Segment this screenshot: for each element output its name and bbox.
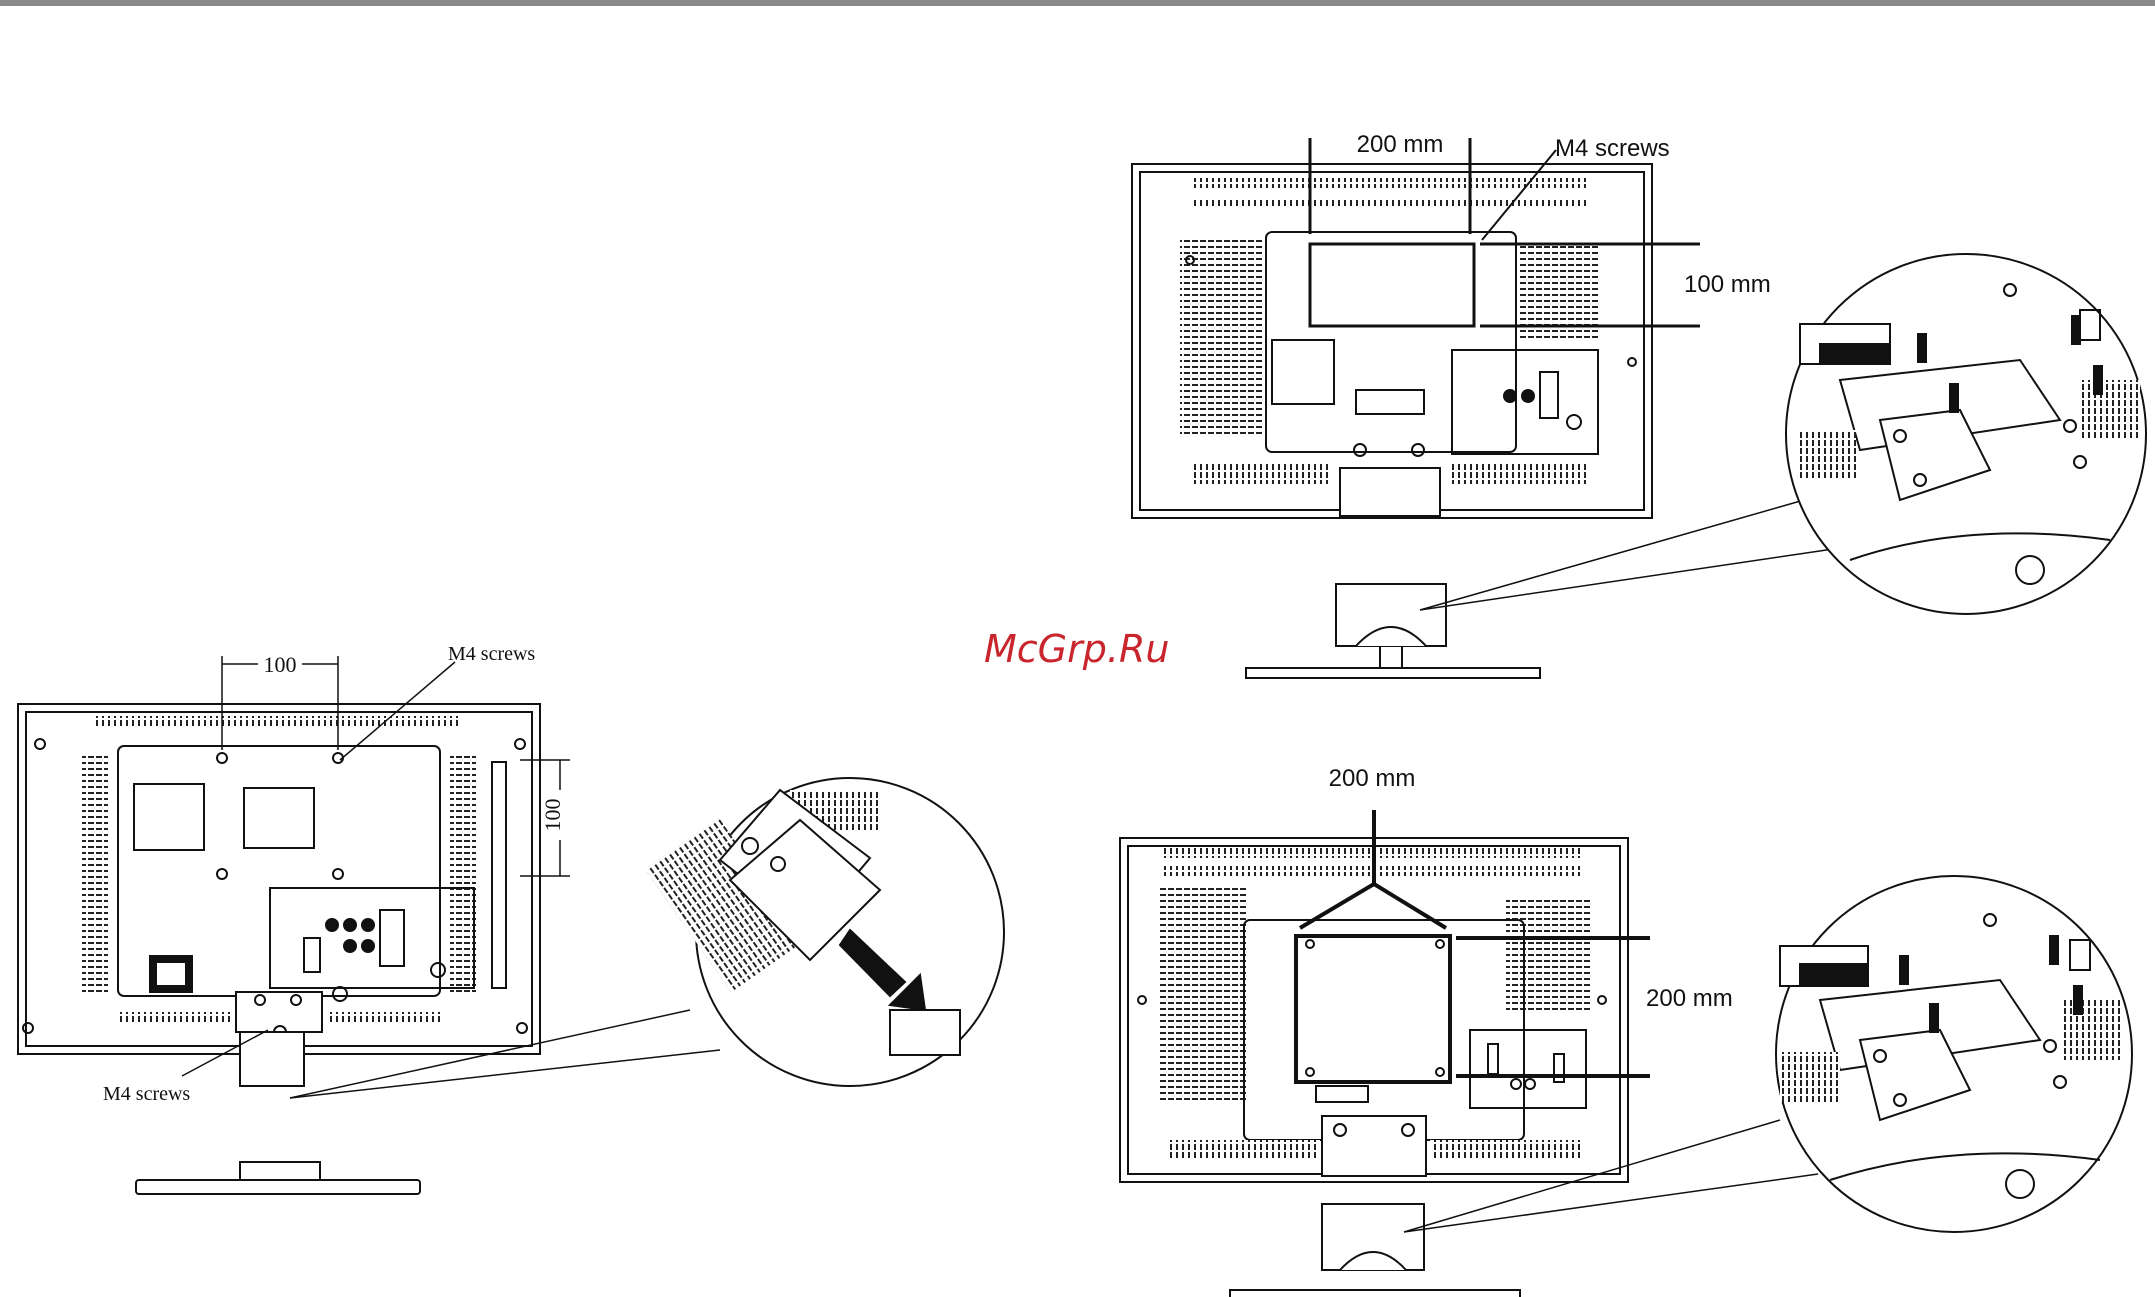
tr-screws-label: M4 screws [1555, 135, 1670, 162]
bottom-right-tv-diagram [1120, 810, 2132, 1297]
br-dim-vertical: 200 mm [1646, 985, 1733, 1012]
br-dim-horizontal: 200 mm [1329, 765, 1416, 792]
watermark-logo: McGrp.Ru [984, 627, 1169, 671]
tr-dim-vertical: 100 mm [1684, 271, 1771, 298]
top-right-tv-diagram [1132, 138, 2146, 678]
left-dim-vertical: 100 [540, 799, 565, 832]
tr-dim-horizontal: 200 mm [1357, 131, 1444, 158]
left-screws-top-label: M4 screws [448, 643, 535, 665]
left-dim-horizontal: 100 [264, 652, 297, 677]
left-screws-bottom-label: M4 screws [103, 1083, 190, 1105]
left-tv-diagram [18, 656, 1004, 1194]
